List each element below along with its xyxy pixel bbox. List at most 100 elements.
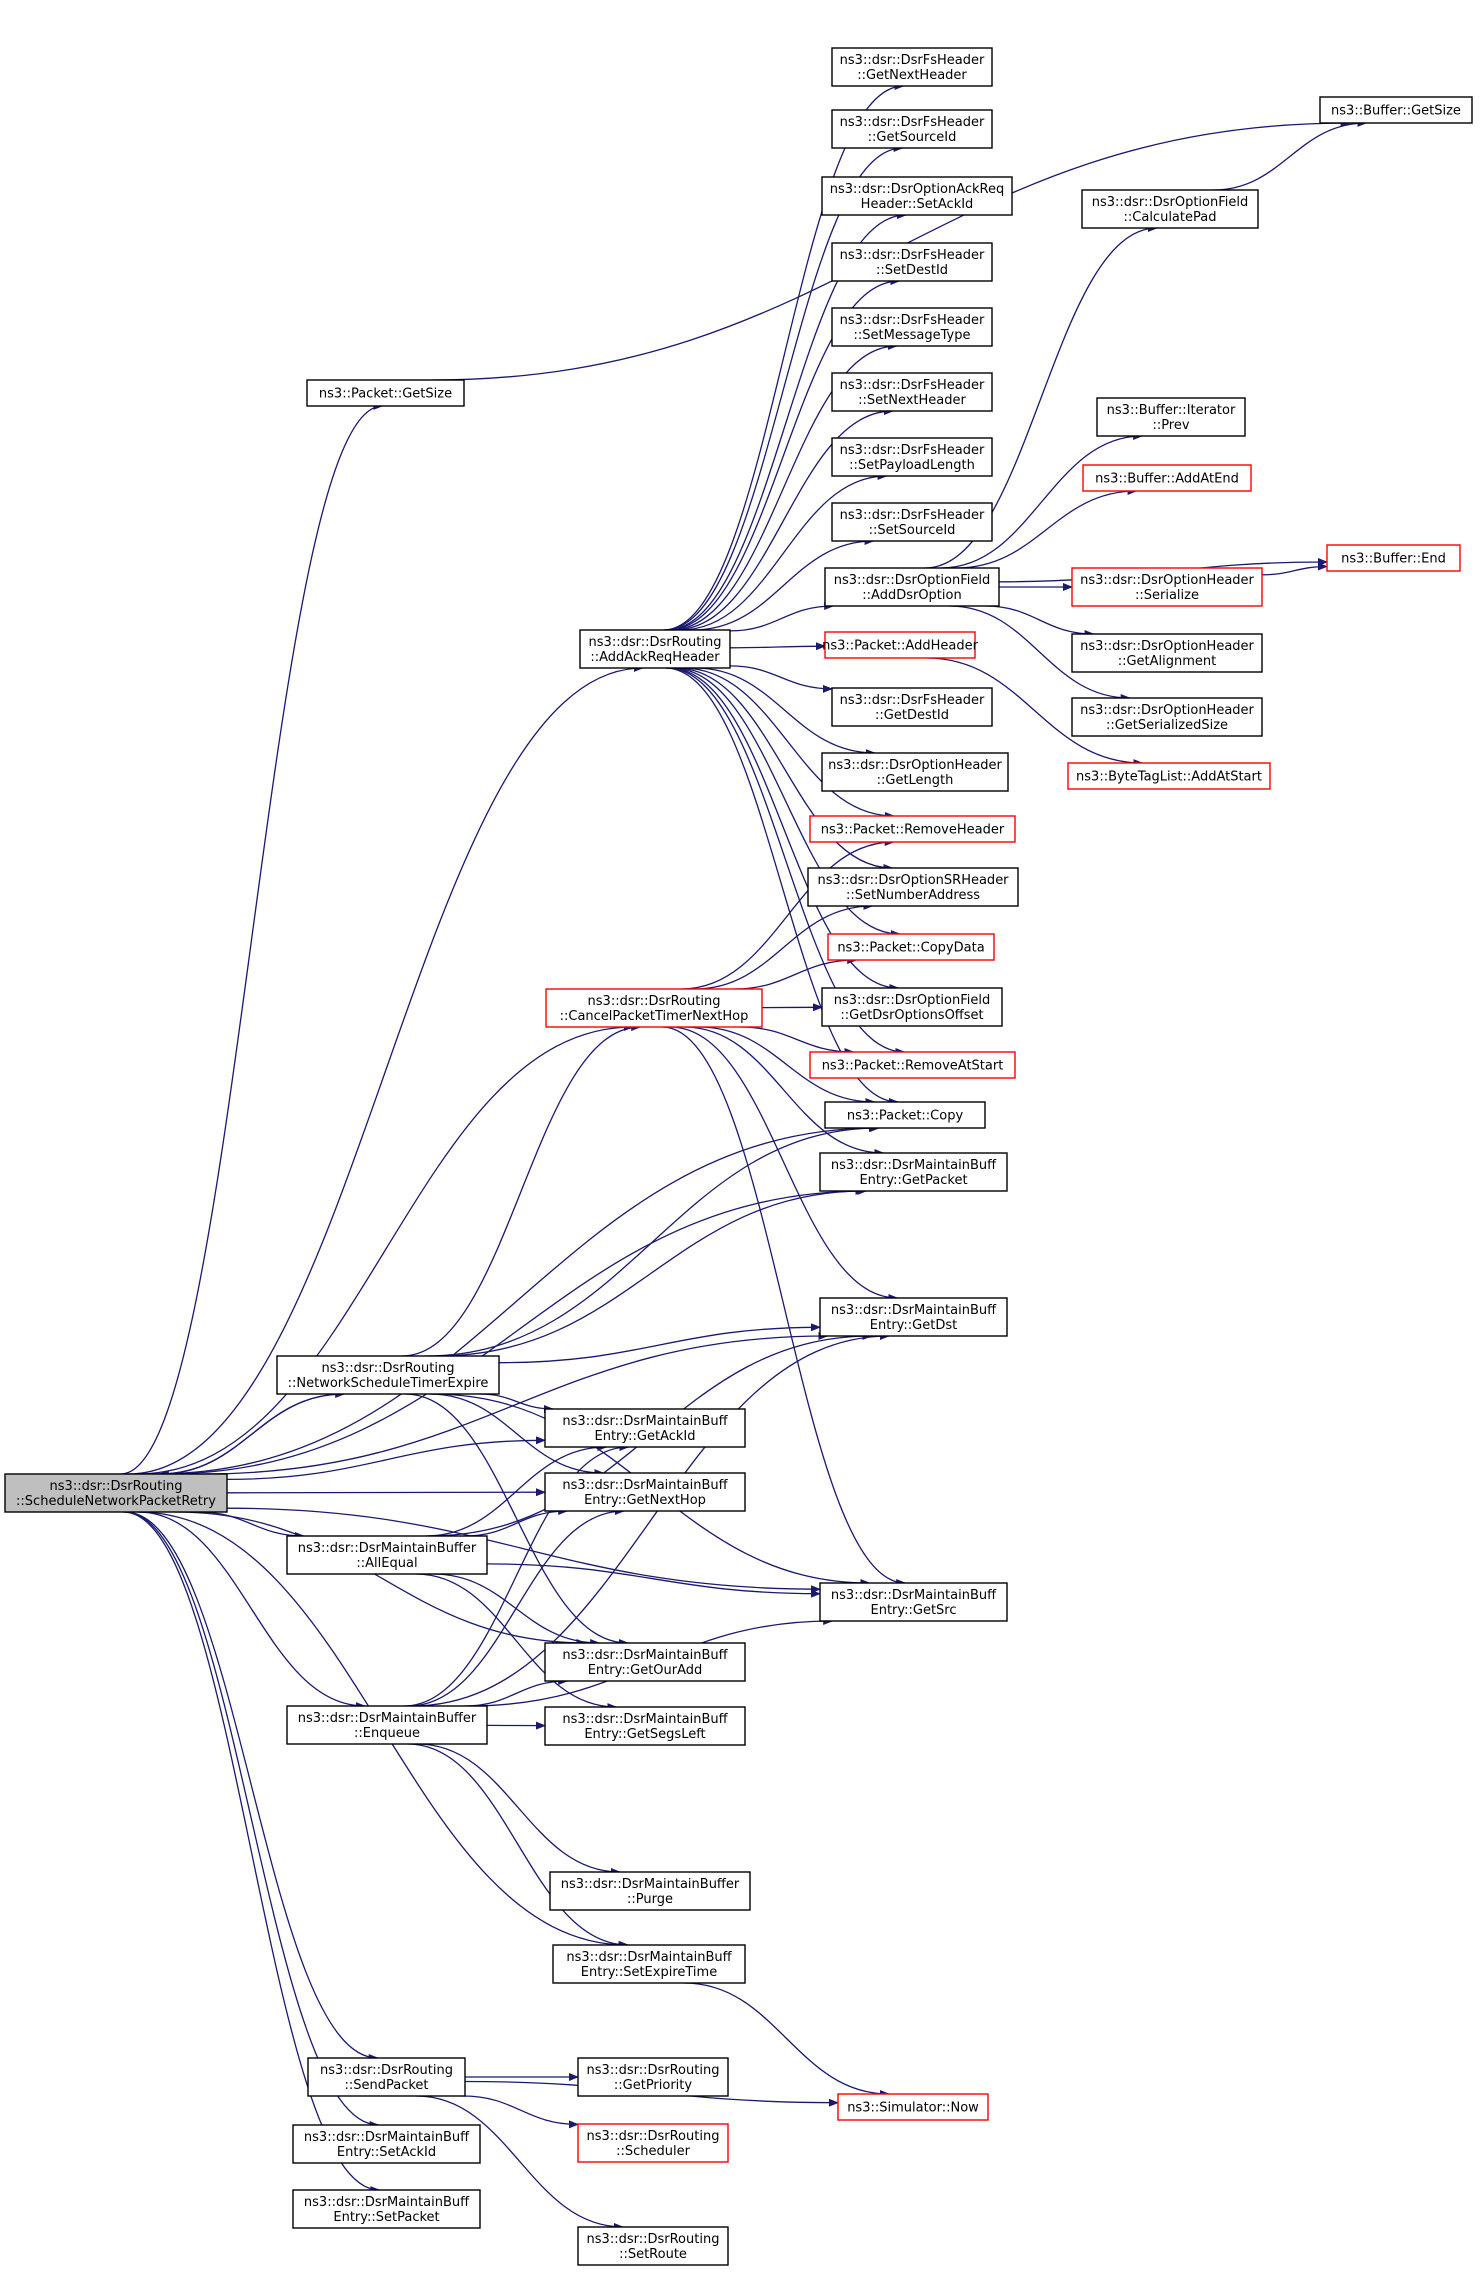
node-getPacket[interactable]: ns3::dsr::DsrMaintainBuffEntry::GetPacke… <box>819 1152 1008 1192</box>
node-box <box>544 1706 746 1746</box>
edge-root-to-pktCopy <box>155 1124 879 1475</box>
node-getPriority[interactable]: ns3::dsr::DsrRouting::GetPriority <box>577 2057 729 2097</box>
edge-allEqual-to-getNextHop <box>464 1507 569 1537</box>
node-label-line: ::GetSerializedSize <box>1106 718 1228 733</box>
node-label-line: Entry::GetOurAdd <box>588 1663 703 1678</box>
node-box <box>1081 189 1259 229</box>
node-label-line: ns3::ByteTagList::AddAtStart <box>1076 770 1262 785</box>
node-getOurAdd[interactable]: ns3::dsr::DsrMaintainBuffEntry::GetOurAd… <box>544 1642 746 1682</box>
node-label-line: ::GetSourceId <box>868 130 957 145</box>
node-addAckReq[interactable]: ns3::dsr::DsrRouting::AddAckReqHeader <box>579 629 731 669</box>
edge-addAckReq-to-getDestId <box>729 665 833 693</box>
edge-root-to-addAckReq <box>128 664 644 1475</box>
edge-netSched-to-getDst <box>498 1323 821 1364</box>
node-bufGetSize[interactable]: ns3::Buffer::GetSize <box>1319 96 1473 124</box>
node-addAtStart[interactable]: ns3::ByteTagList::AddAtStart <box>1067 762 1271 790</box>
node-pktCopy[interactable]: ns3::Packet::Copy <box>824 1101 986 1129</box>
node-addDsrOption[interactable]: ns3::dsr::DsrOptionField::AddDsrOption <box>824 567 1000 607</box>
edge-addAckReq-to-addDsrOption <box>729 602 835 632</box>
node-getDestId[interactable]: ns3::dsr::DsrFsHeader::GetDestId <box>831 687 993 727</box>
node-label-line: ::GetNextHeader <box>857 68 967 83</box>
node-label-line: ::ScheduleNetworkPacketRetry <box>16 1494 216 1509</box>
edge-addDsrOption-to-getSerSize <box>949 605 1131 702</box>
edge-netSched-to-root <box>158 1393 345 1478</box>
node-setNextHeader[interactable]: ns3::dsr::DsrFsHeader::SetNextHeader <box>831 372 993 412</box>
node-simNow[interactable]: ns3::Simulator::Now <box>837 2093 989 2121</box>
edge-addHeader-to-addAtStart <box>926 657 1144 767</box>
node-calcPad[interactable]: ns3::dsr::DsrOptionField::CalculatePad <box>1081 189 1259 229</box>
node-setRoute[interactable]: ns3::dsr::DsrRouting::SetRoute <box>577 2226 729 2266</box>
node-label-line: ::NetworkScheduleTimerExpire <box>288 1376 489 1391</box>
node-getNextHeader[interactable]: ns3::dsr::DsrFsHeader::GetNextHeader <box>831 47 993 87</box>
node-label-line: ns3::dsr::DsrMaintainBuff <box>304 2195 470 2210</box>
node-iterPrev[interactable]: ns3::Buffer::Iterator::Prev <box>1096 397 1246 437</box>
node-box <box>1096 397 1246 437</box>
node-purge[interactable]: ns3::dsr::DsrMaintainBuffer::Purge <box>549 1871 751 1911</box>
edge-addDsrOption-to-getAlign <box>985 605 1095 638</box>
node-label-line: ns3::dsr::DsrFsHeader <box>840 248 985 263</box>
node-label-line: Entry::SetExpireTime <box>581 1965 717 1980</box>
node-label-line: ns3::dsr::DsrFsHeader <box>840 53 985 68</box>
node-serialize[interactable]: ns3::dsr::DsrOptionHeader::Serialize <box>1071 567 1263 607</box>
node-getDsrOffset[interactable]: ns3::dsr::DsrOptionField::GetDsrOptionsO… <box>821 987 1003 1027</box>
node-label-line: ns3::dsr::DsrOptionField <box>834 993 990 1008</box>
node-bufEnd[interactable]: ns3::Buffer::End <box>1326 544 1461 572</box>
node-getSegsLeft[interactable]: ns3::dsr::DsrMaintainBuffEntry::GetSegsL… <box>544 1706 746 1746</box>
node-setSourceId[interactable]: ns3::dsr::DsrFsHeader::SetSourceId <box>831 502 993 542</box>
edge-root-to-getAckId <box>226 1436 546 1481</box>
node-label-line: ns3::dsr::DsrOptionHeader <box>1080 703 1254 718</box>
node-setDestId[interactable]: ns3::dsr::DsrFsHeader::SetDestId <box>831 242 993 282</box>
edge-cancelTimer-to-getSrc <box>662 1026 907 1587</box>
node-copyData[interactable]: ns3::Packet::CopyData <box>827 933 995 961</box>
node-label-line: ns3::dsr::DsrRouting <box>587 2063 720 2078</box>
node-allEqual[interactable]: ns3::dsr::DsrMaintainBuffer::AllEqual <box>286 1535 488 1575</box>
edge-cancelTimer-to-setNumAddr <box>694 902 874 990</box>
node-pktGetSize[interactable]: ns3::Packet::GetSize <box>306 379 465 407</box>
node-label-line: ::SetNumberAddress <box>846 888 980 903</box>
node-getSourceId[interactable]: ns3::dsr::DsrFsHeader::GetSourceId <box>831 109 993 149</box>
node-label-line: ::GetDsrOptionsOffset <box>840 1008 983 1023</box>
node-label-line: ::SetNextHeader <box>858 393 966 408</box>
node-cancelTimer[interactable]: ns3::dsr::DsrRouting::CancelPacketTimerN… <box>545 988 763 1028</box>
node-setExpire[interactable]: ns3::dsr::DsrMaintainBuffEntry::SetExpir… <box>552 1944 746 1984</box>
edge-sendPacket-to-setRoute <box>416 2095 624 2231</box>
node-root[interactable]: ns3::dsr::DsrRouting::ScheduleNetworkPac… <box>4 1473 228 1513</box>
node-setPacket[interactable]: ns3::dsr::DsrMaintainBuffEntry::SetPacke… <box>292 2189 481 2229</box>
node-label-line: ns3::dsr::DsrRouting <box>322 1361 455 1376</box>
node-setMsgType[interactable]: ns3::dsr::DsrFsHeader::SetMessageType <box>831 307 993 347</box>
node-box <box>577 2226 729 2266</box>
edge-enqueue-to-setExpire <box>407 1743 630 1949</box>
node-setAckIdR[interactable]: ns3::dsr::DsrOptionAckReqHeader::SetAckI… <box>821 176 1013 216</box>
node-label-line: ns3::dsr::DsrMaintainBuff <box>562 1712 728 1727</box>
edge-root-to-getSrc <box>226 1507 821 1594</box>
node-sendPacket[interactable]: ns3::dsr::DsrRouting::SendPacket <box>307 2057 466 2097</box>
node-label-line: ns3::Packet::GetSize <box>319 387 452 402</box>
node-removeHeader[interactable]: ns3::Packet::RemoveHeader <box>809 815 1016 843</box>
node-getLength[interactable]: ns3::dsr::DsrOptionHeader::GetLength <box>821 752 1009 792</box>
node-box <box>824 1101 986 1129</box>
node-addHeader[interactable]: ns3::Packet::AddHeader <box>822 631 979 659</box>
node-label-line: ns3::Packet::AddHeader <box>822 639 978 654</box>
node-netSched[interactable]: ns3::dsr::DsrRouting::NetworkScheduleTim… <box>276 1355 500 1395</box>
node-setPayload[interactable]: ns3::dsr::DsrFsHeader::SetPayloadLength <box>831 437 993 477</box>
node-setNumAddr[interactable]: ns3::dsr::DsrOptionSRHeader::SetNumberAd… <box>807 867 1019 907</box>
edge-enqueue-to-getAckId <box>403 1443 630 1707</box>
node-addAtEnd[interactable]: ns3::Buffer::AddAtEnd <box>1082 464 1252 492</box>
node-scheduler[interactable]: ns3::dsr::DsrRouting::Scheduler <box>577 2123 729 2163</box>
node-label-line: ::SetPayloadLength <box>849 458 975 473</box>
node-box <box>819 1582 1008 1622</box>
node-getAlign[interactable]: ns3::dsr::DsrOptionHeader::GetAlignment <box>1071 633 1263 673</box>
node-box <box>831 242 993 282</box>
edge-netSched-to-pktCopy <box>425 1124 881 1357</box>
edge-root-to-pktGetSize <box>120 402 384 1475</box>
node-label-line: Entry::SetAckId <box>337 2145 436 2160</box>
node-enqueue[interactable]: ns3::dsr::DsrMaintainBuffer::Enqueue <box>286 1705 488 1745</box>
node-getSerSize[interactable]: ns3::dsr::DsrOptionHeader::GetSerialized… <box>1071 697 1263 737</box>
node-getNextHop[interactable]: ns3::dsr::DsrMaintainBuffEntry::GetNextH… <box>544 1472 746 1512</box>
node-box <box>819 1297 1008 1337</box>
node-removeAtStart[interactable]: ns3::Packet::RemoveAtStart <box>809 1051 1016 1079</box>
